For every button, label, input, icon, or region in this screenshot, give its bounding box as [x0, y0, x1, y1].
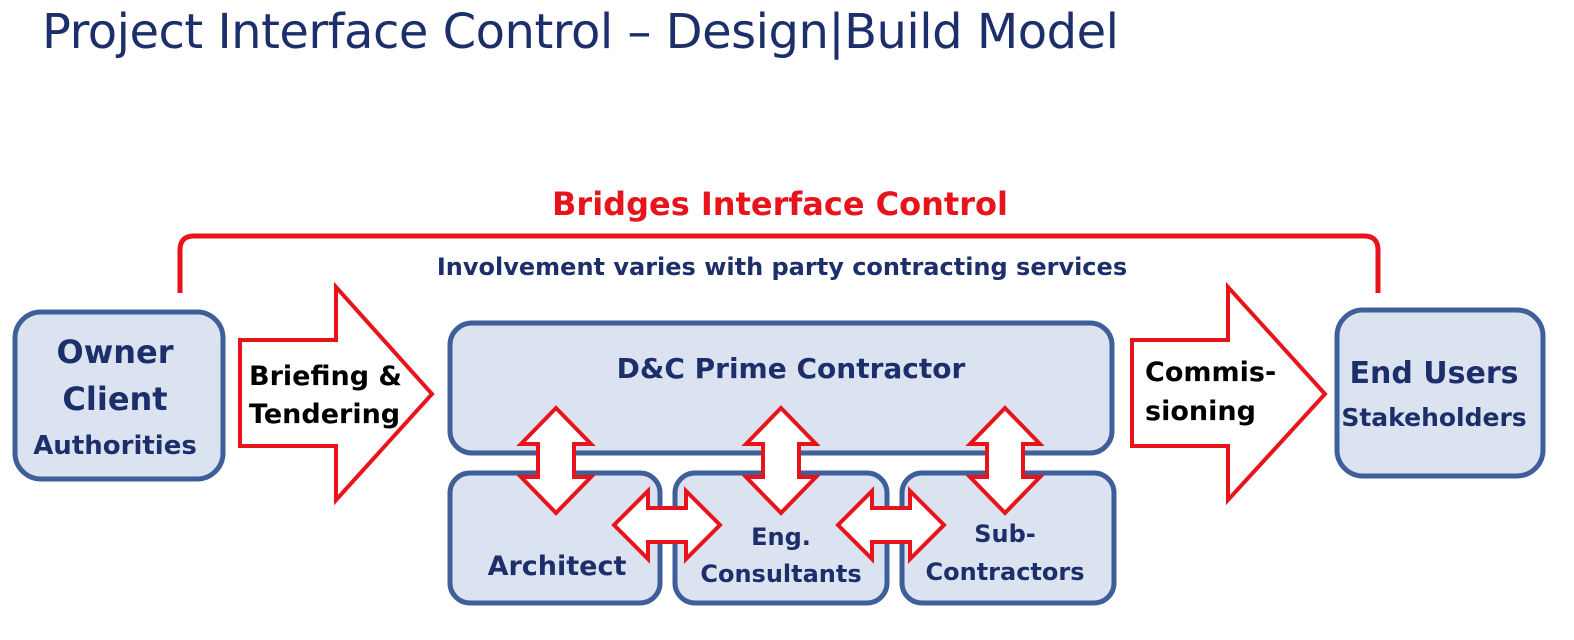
vertical-double-arrow-architect [516, 405, 596, 516]
vertical-double-arrow-consultants [741, 405, 821, 516]
owner-label: Owner [56, 333, 173, 371]
sioning-label: sioning [1145, 396, 1256, 427]
horizontal-double-arrow-left [611, 486, 723, 564]
commis-label: Commis- [1145, 357, 1276, 388]
owner-box [12, 309, 226, 482]
prime-contractor-label: D&C Prime Contractor [617, 352, 966, 385]
tendering-label: Tendering [249, 399, 400, 430]
eng-label: Eng. [751, 523, 811, 551]
briefing-arrow [238, 281, 435, 506]
vertical-double-arrow-subcontractors [965, 405, 1045, 516]
commissioning-arrow [1130, 281, 1328, 506]
bridge-label: Bridges Interface Control [552, 185, 1008, 223]
bridge-bracket [177, 233, 1381, 293]
horizontal-double-arrow-right [835, 486, 947, 564]
page-title: Project Interface Control – Design|Build… [42, 4, 1119, 60]
end-users-label: End Users [1350, 356, 1519, 391]
bridge-note: Involvement varies with party contractin… [437, 253, 1127, 281]
consultants-label: Consultants [700, 560, 861, 588]
authorities-label: Authorities [33, 431, 197, 461]
contractors-label: Contractors [926, 558, 1085, 586]
end-users-box [1334, 307, 1546, 479]
client-label: Client [62, 380, 167, 418]
briefing-label: Briefing & [249, 361, 402, 392]
architect-label: Architect [488, 551, 627, 582]
stakeholders-label: Stakeholders [1341, 403, 1526, 432]
sub-label: Sub- [974, 520, 1036, 548]
